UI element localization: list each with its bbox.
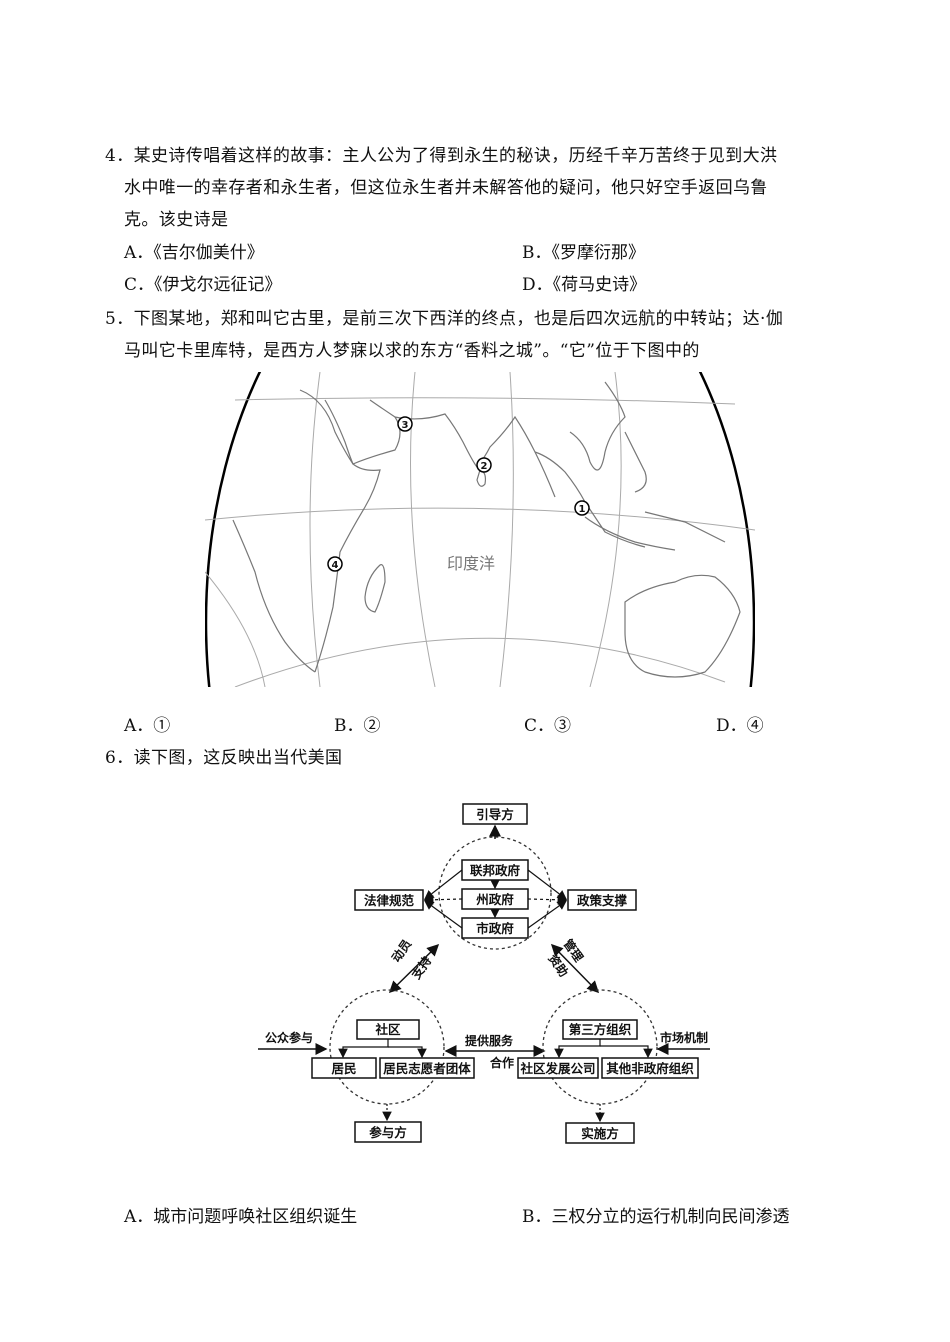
- q6-option-a[interactable]: A．城市问题呼唤社区组织诞生: [124, 1207, 358, 1227]
- box-participant: [354, 1121, 422, 1143]
- q4-option-b[interactable]: B．《罗摩衍那》: [522, 243, 645, 263]
- map-marker-1: 1: [574, 500, 590, 516]
- svg-text:第三方组织: 第三方组织: [569, 1022, 632, 1037]
- svg-text:引导方: 引导方: [476, 807, 514, 822]
- q5-option-b[interactable]: B．②: [334, 716, 381, 736]
- q4-option-a[interactable]: A．《吉尔伽美什》: [124, 243, 264, 263]
- svg-text:4: 4: [332, 560, 339, 571]
- ocean-label: 印度洋: [447, 554, 495, 573]
- svg-text:州政府: 州政府: [475, 892, 514, 907]
- link-gov-thirdparty: [550, 943, 600, 994]
- q4-stem-line-2: 水中唯一的幸存者和永生者，但这位永生者并未解答他的疑问，他只好空手返回乌鲁: [124, 178, 768, 198]
- government-circle: [438, 836, 552, 950]
- svg-text:社区: 社区: [374, 1022, 401, 1037]
- svg-text:其他非政府组织: 其他非政府组织: [606, 1061, 694, 1076]
- box-volunteer-groups: [379, 1057, 475, 1079]
- q6-option-b[interactable]: B．三权分立的运行机制向民间渗透: [522, 1207, 790, 1227]
- svg-text:资助: 资助: [546, 951, 572, 979]
- q5-option-c[interactable]: C．③: [524, 716, 572, 736]
- box-policy: [567, 889, 637, 911]
- svg-text:动员: 动员: [389, 937, 414, 965]
- q5-option-d[interactable]: D．④: [716, 716, 764, 736]
- q4-option-c[interactable]: C．《伊戈尔远征记》: [124, 275, 282, 295]
- svg-text:法律规范: 法律规范: [364, 893, 415, 908]
- svg-text:公众参与: 公众参与: [265, 1030, 313, 1045]
- box-residents: [311, 1057, 377, 1079]
- globe-outline: [205, 372, 755, 687]
- thirdparty-circle: [542, 989, 658, 1105]
- q4-option-d[interactable]: D．《荷马史诗》: [522, 275, 647, 295]
- svg-text:支持: 支持: [408, 953, 435, 982]
- q4-stem-line-1: 4．某史诗传唱着这样的故事：主人公为了得到永生的秘诀，历经千辛万苦终于见到大洪: [105, 146, 778, 166]
- svg-text:居民志愿者团体: 居民志愿者团体: [383, 1061, 471, 1076]
- svg-text:管理: 管理: [561, 936, 587, 964]
- map-marker-2: 2: [476, 457, 492, 473]
- box-guide: [462, 803, 528, 825]
- svg-text:市政府: 市政府: [476, 921, 514, 936]
- box-implementer: [565, 1122, 635, 1144]
- svg-text:政策支撑: 政策支撑: [577, 893, 628, 908]
- svg-text:1: 1: [579, 504, 586, 515]
- svg-text:3: 3: [402, 420, 409, 431]
- q4-stem-line-3: 克。该史诗是: [124, 210, 229, 230]
- svg-text:2: 2: [481, 461, 488, 472]
- q5-stem-line-2: 马叫它卡里库特，是西方人梦寐以求的东方“香料之城”。“它”位于下图中的: [124, 341, 700, 361]
- link-gov-community: [388, 943, 440, 994]
- svg-text:实施方: 实施方: [581, 1126, 619, 1141]
- governance-diagram: 引导方 联邦政府 州政府 市政府 法律规范 政策支撑 动员 支持 管理 资助: [250, 795, 750, 1155]
- box-law: [354, 889, 424, 911]
- map-marker-3: 3: [397, 416, 413, 432]
- q5-number: 5．: [105, 309, 134, 329]
- svg-text:市场机制: 市场机制: [660, 1030, 708, 1045]
- svg-text:联邦政府: 联邦政府: [470, 863, 521, 878]
- q6-number: 6．: [105, 748, 134, 768]
- svg-text:居民: 居民: [331, 1061, 356, 1076]
- svg-text:合作: 合作: [490, 1055, 514, 1070]
- box-ngo: [601, 1057, 699, 1079]
- community-circle: [329, 989, 445, 1105]
- map-marker-4: 4: [327, 556, 343, 572]
- q5-option-a[interactable]: A．①: [124, 716, 171, 736]
- graticule: [205, 372, 755, 687]
- svg-text:社区发展公司: 社区发展公司: [519, 1061, 595, 1076]
- coastlines: [232, 381, 741, 678]
- q6-stem: 6．读下图，这反映出当代美国: [105, 748, 343, 768]
- q5-stem-line-1: 5．下图某地，郑和叫它古里，是前三次下西洋的终点，也是后四次远航的中转站；达·伽: [105, 309, 784, 329]
- svg-text:参与方: 参与方: [369, 1125, 407, 1140]
- box-cdc: [517, 1057, 599, 1079]
- svg-text:提供服务: 提供服务: [465, 1033, 514, 1048]
- indian-ocean-map: 印度洋 1 2 3 4: [205, 372, 755, 687]
- q4-number: 4．: [105, 146, 134, 166]
